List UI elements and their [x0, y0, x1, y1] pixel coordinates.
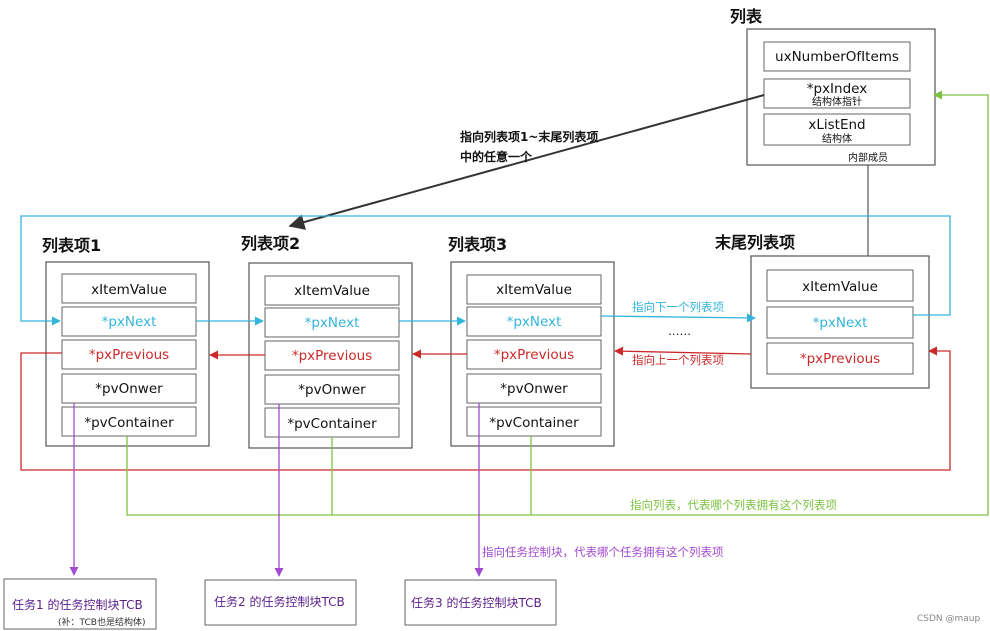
item3-owner-cell: [466, 373, 602, 404]
item1-value: xItemValue: [91, 282, 167, 298]
item3-owner: *pvOnwer: [500, 381, 568, 397]
item2-prev-cell: [264, 340, 400, 371]
index-arrow: [288, 94, 765, 230]
item2-container: *pvContainer: [287, 416, 377, 432]
item2-value-cell: [264, 275, 400, 306]
item3-container-cell: [466, 406, 602, 437]
next-arrow-3-end: [600, 313, 756, 323]
list-field-index: [763, 78, 911, 109]
item1-owner-cell: [61, 373, 197, 404]
end-item-prev-cell: [766, 342, 914, 375]
next-arrow-end-wrap: [20, 215, 951, 326]
item2-value: xItemValue: [294, 283, 370, 299]
list-field-end-note: 结构体: [822, 132, 852, 145]
item3-next-cell: [466, 306, 602, 337]
tcb2-label: 任务2 的任务控制块TCB: [214, 594, 345, 609]
end-item-prev: *pxPrevious: [800, 351, 880, 367]
end-item-value: xItemValue: [802, 279, 878, 295]
list-members-note: 内部成员: [848, 151, 888, 164]
item1-owner: *pvOnwer: [95, 381, 163, 397]
end-item-value-cell: [766, 269, 914, 302]
tcb1-box: [3, 578, 157, 630]
item3-value-cell: [466, 274, 602, 305]
list-field-count-label: uxNumberOfItems: [775, 49, 899, 65]
item2-prev: *pxPrevious: [292, 348, 372, 364]
watermark: CSDN @maup: [917, 614, 981, 624]
tcb3-label: 任务3 的任务控制块TCB: [411, 595, 542, 610]
item1-value-cell: [61, 273, 197, 304]
item2-next: *pxNext: [305, 315, 360, 331]
item3-value: xItemValue: [496, 282, 572, 298]
item1-container-cell: [61, 406, 197, 437]
list-field-index-note: 结构体指针: [812, 95, 862, 108]
item3-container: *pvContainer: [489, 415, 579, 431]
item1-next: *pxNext: [102, 314, 157, 330]
item3-title: 列表项3: [448, 235, 507, 254]
tcb3-box: [404, 579, 557, 626]
list-field-end-label: xListEnd: [808, 117, 865, 133]
next-annotation: 指向下一个列表项: [632, 300, 724, 314]
owner-annotation: 指向任务控制块，代表哪个任务拥有这个列表项: [482, 545, 724, 559]
list-field-count: [763, 41, 911, 72]
item3-next: *pxNext: [507, 314, 562, 330]
index-annotation-line2: 中的任意一个: [460, 149, 533, 164]
end-item-title: 末尾列表项: [715, 233, 795, 252]
tcb1-note: (补：TCB也是结构体): [58, 616, 145, 628]
item1-title: 列表项1: [42, 236, 101, 255]
ellipsis-annotation: ……: [668, 324, 691, 338]
prev-arrow-wrap: [20, 346, 951, 471]
tcb2-box: [204, 579, 357, 626]
item2-next-cell: [264, 307, 400, 338]
end-item-next-cell: [766, 306, 914, 339]
list-title: 列表: [730, 7, 763, 26]
tcb1-label: 任务1 的任务控制块TCB: [12, 597, 143, 612]
item2-owner-cell: [264, 374, 400, 405]
index-annotation-line1: 指向列表项1~末尾列表项: [460, 129, 598, 144]
list-field-end: [763, 113, 911, 146]
list-field-index-label: *pxIndex: [807, 81, 867, 97]
item3-prev-cell: [466, 339, 602, 370]
item3-prev: *pxPrevious: [494, 347, 574, 363]
item2-title: 列表项2: [241, 234, 300, 253]
container-annotation: 指向列表，代表哪个列表拥有这个列表项: [630, 498, 837, 512]
end-item-next: *pxNext: [813, 315, 868, 331]
item1-container: *pvContainer: [84, 415, 174, 431]
prev-annotation: 指向上一个列表项: [632, 353, 724, 367]
container-arrow: [126, 90, 989, 516]
item1-prev: *pxPrevious: [89, 347, 169, 363]
item2-owner: *pvOnwer: [298, 382, 366, 398]
prev-arrow-end-3: [614, 346, 752, 356]
item1-prev-cell: [61, 339, 197, 370]
